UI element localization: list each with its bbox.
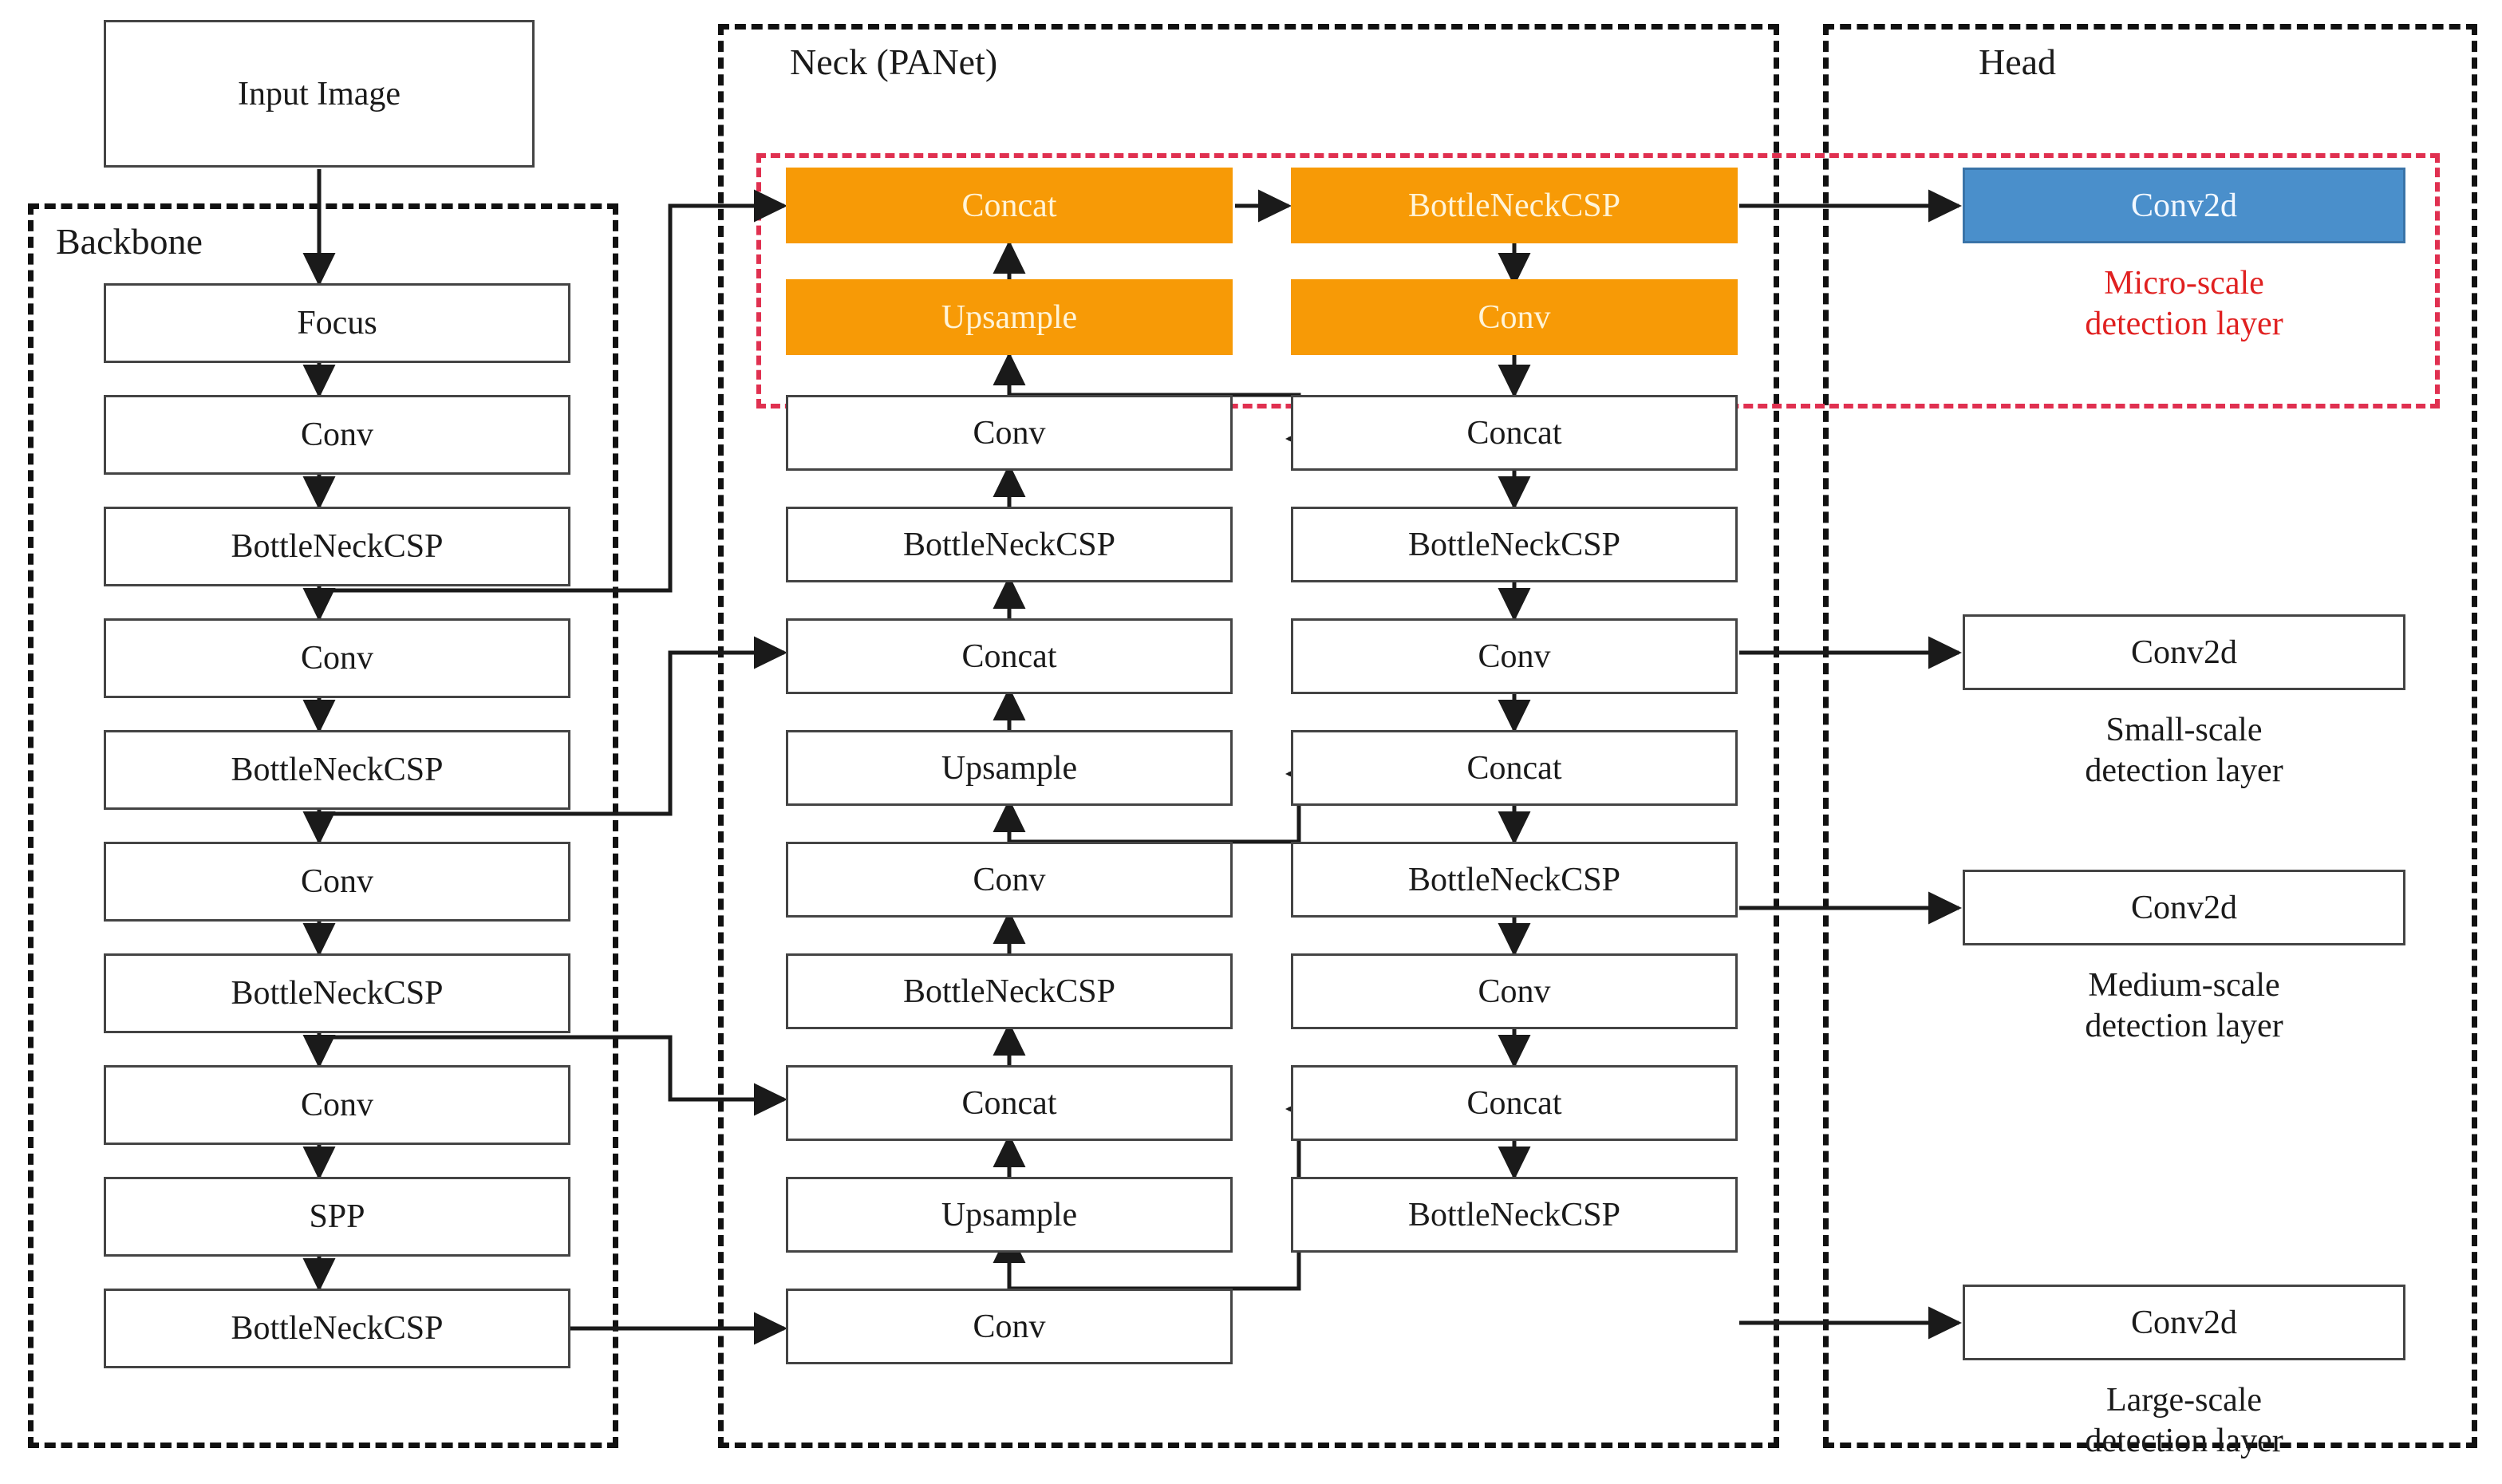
neck-left-node-upsample-2[interactable]: Upsample <box>786 1177 1233 1253</box>
neck-left-node-conv-2[interactable]: Conv <box>786 842 1233 918</box>
group-head <box>1823 24 2477 1448</box>
head-caption-medium: Medium-scale detection layer <box>2085 967 2283 1045</box>
neck-left-node-concat-top[interactable]: Concat <box>786 168 1233 243</box>
backbone-node-conv-1[interactable]: Conv <box>104 395 570 475</box>
neck-left-node-bottleneckcsp-2[interactable]: BottleNeckCSP <box>786 953 1233 1029</box>
neck-left-node-upsample-1[interactable]: Upsample <box>786 730 1233 806</box>
neck-right-node-concat-3[interactable]: Concat <box>1291 1065 1738 1141</box>
backbone-node-bottleneckcsp-3[interactable]: BottleNeckCSP <box>104 953 570 1033</box>
neck-left-node-bottleneckcsp-1[interactable]: BottleNeckCSP <box>786 507 1233 582</box>
neck-right-node-concat-1[interactable]: Concat <box>1291 395 1738 471</box>
backbone-node-bottleneckcsp-2[interactable]: BottleNeckCSP <box>104 730 570 810</box>
neck-right-node-concat-2[interactable]: Concat <box>1291 730 1738 806</box>
backbone-node-conv-3[interactable]: Conv <box>104 842 570 922</box>
group-backbone-label: Backbone <box>56 221 203 262</box>
backbone-node-conv-2[interactable]: Conv <box>104 618 570 698</box>
node-input-image[interactable]: Input Image <box>104 20 535 168</box>
neck-right-node-conv-top[interactable]: Conv <box>1291 279 1738 355</box>
head-caption-small: Small-scale detection layer <box>2085 712 2283 790</box>
backbone-node-focus[interactable]: Focus <box>104 283 570 363</box>
neck-right-node-bottleneckcsp-2[interactable]: BottleNeckCSP <box>1291 842 1738 918</box>
group-head-label: Head <box>1979 41 2057 82</box>
neck-right-node-bottleneckcsp-3[interactable]: BottleNeckCSP <box>1291 1177 1738 1253</box>
backbone-node-bottleneckcsp-4[interactable]: BottleNeckCSP <box>104 1289 570 1368</box>
backbone-node-bottleneckcsp-1[interactable]: BottleNeckCSP <box>104 507 570 586</box>
group-backbone <box>28 203 618 1448</box>
neck-right-node-bottleneckcsp-top[interactable]: BottleNeckCSP <box>1291 168 1738 243</box>
head-node-conv2d-medium[interactable]: Conv2d <box>1963 870 2405 945</box>
neck-right-node-conv-1[interactable]: Conv <box>1291 618 1738 694</box>
head-caption-micro: Micro-scale detection layer <box>2085 265 2283 343</box>
neck-left-node-concat-1[interactable]: Concat <box>786 618 1233 694</box>
group-neck-label: Neck (PANet) <box>790 41 998 82</box>
neck-left-node-upsample-top[interactable]: Upsample <box>786 279 1233 355</box>
head-node-conv2d-small[interactable]: Conv2d <box>1963 614 2405 690</box>
neck-right-node-conv-2[interactable]: Conv <box>1291 953 1738 1029</box>
head-node-conv2d-large[interactable]: Conv2d <box>1963 1285 2405 1360</box>
neck-left-node-conv-3[interactable]: Conv <box>786 1289 1233 1364</box>
head-caption-large: Large-scale detection layer <box>2085 1382 2283 1460</box>
backbone-node-spp[interactable]: SPP <box>104 1177 570 1257</box>
neck-left-node-concat-2[interactable]: Concat <box>786 1065 1233 1141</box>
neck-left-node-conv-1[interactable]: Conv <box>786 395 1233 471</box>
backbone-node-conv-4[interactable]: Conv <box>104 1065 570 1145</box>
head-node-conv2d-micro[interactable]: Conv2d <box>1963 168 2405 243</box>
neck-right-node-bottleneckcsp-1[interactable]: BottleNeckCSP <box>1291 507 1738 582</box>
